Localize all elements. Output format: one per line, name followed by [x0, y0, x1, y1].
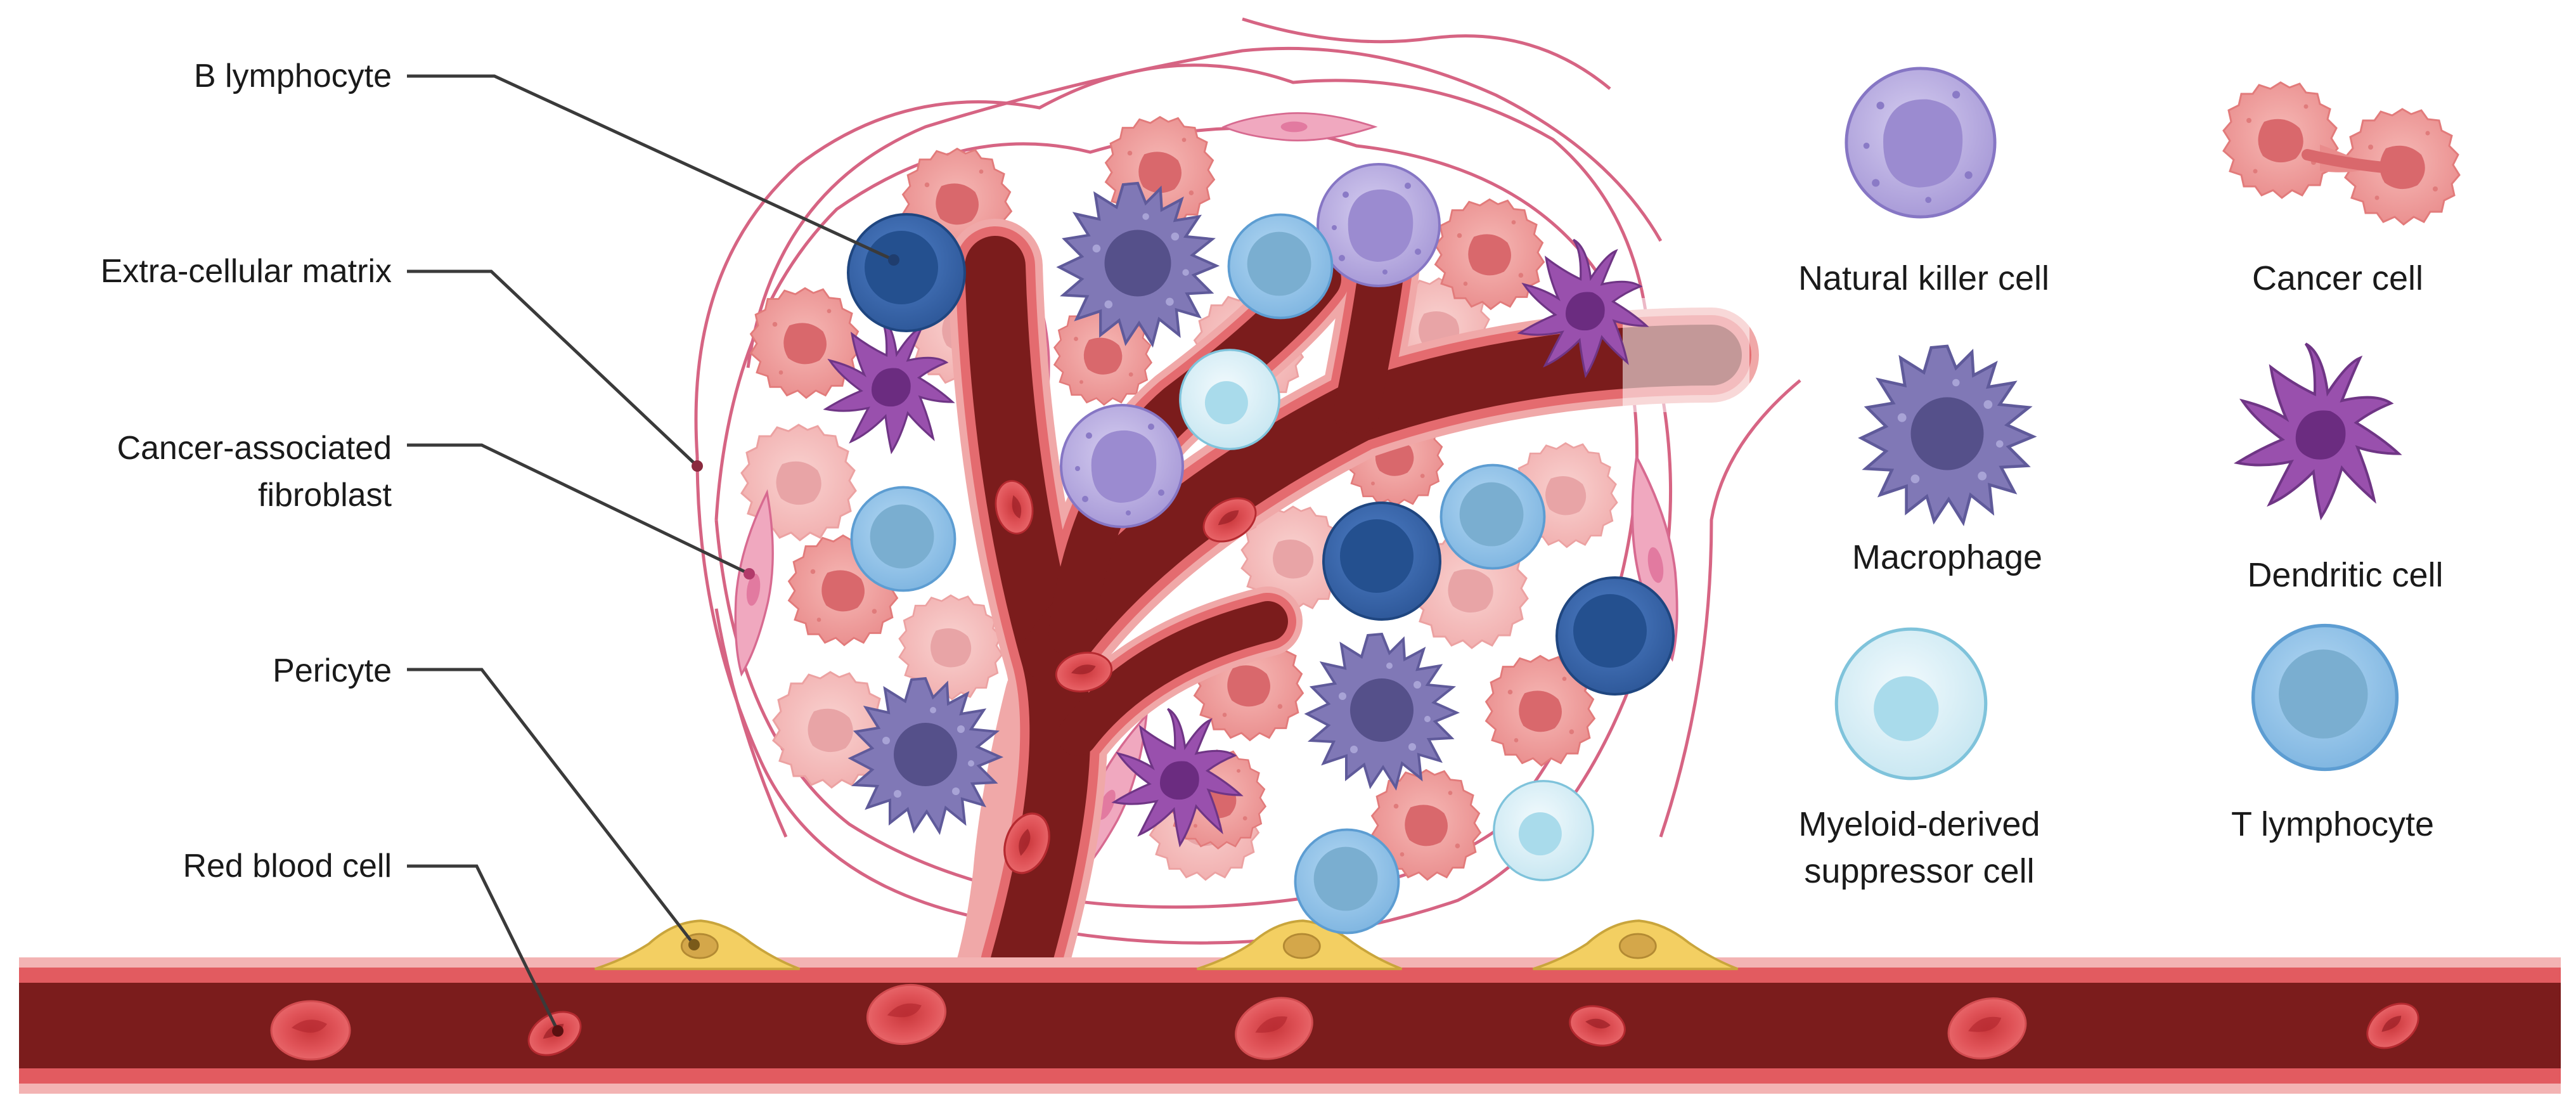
- legend-item-t-lymphocyte: T lymphocyte: [2231, 626, 2434, 843]
- callout-b-lymphocyte: B lymphocyte: [194, 58, 899, 266]
- leader-dot-rbc: [552, 1025, 564, 1037]
- callout-caf-label-line1: Cancer-associated: [117, 430, 392, 467]
- legend-label-t-lymphocyte: T lymphocyte: [2231, 805, 2434, 843]
- callout-rbc-label: Red blood cell: [183, 848, 392, 884]
- legend-label-mdsc-line2: suppressor cell: [1804, 852, 2034, 890]
- myeloid-derived-suppressor-cell-icon: [1836, 629, 1986, 779]
- callout-extracellular-matrix: Extra-cellular matrix: [101, 253, 703, 472]
- macrophage-icon: [1861, 346, 2033, 522]
- legend-label-nk: Natural killer cell: [1798, 259, 2049, 297]
- legend-label-mdsc-line1: Myeloid-derived: [1798, 805, 2040, 843]
- leader-dot-b-lymphocyte: [888, 254, 899, 266]
- natural-killer-cell-icon: [1846, 68, 1995, 217]
- callout-cancer-associated-fibroblast: Cancer-associated fibroblast: [117, 430, 755, 580]
- callout-ecm-label: Extra-cellular matrix: [101, 253, 392, 290]
- t-lymphocyte-icon: [2253, 626, 2397, 770]
- leader-dot-pericyte: [688, 939, 700, 950]
- leader-dot-caf: [744, 568, 755, 580]
- legend-label-cancer: Cancer cell: [2252, 259, 2423, 297]
- callout-caf-label-line2: fibroblast: [258, 477, 392, 514]
- leader-rbc: [407, 864, 560, 1032]
- leader-pericyte: [407, 668, 695, 946]
- legend-item-macrophage: Macrophage: [1852, 346, 2042, 576]
- leader-dot-ecm: [692, 460, 703, 472]
- legend-item-dendritic-cell: Dendritic cell: [2237, 344, 2444, 594]
- leader-b-lymphocyte: [407, 74, 895, 262]
- leader-caf: [407, 443, 750, 576]
- callout-red-blood-cell: Red blood cell: [183, 848, 564, 1037]
- cancer-cell-icon: [2224, 82, 2459, 224]
- callout-pericyte: Pericyte: [273, 652, 700, 950]
- dendritic-cell-icon: [2237, 344, 2399, 517]
- legend-label-macrophage: Macrophage: [1852, 538, 2042, 576]
- legend: Natural killer cell Cancer cell Macropha…: [1798, 68, 2459, 890]
- callout-pericyte-label: Pericyte: [273, 652, 392, 689]
- vessel-fade-ends: [1623, 298, 1749, 412]
- legend-item-cancer-cell: Cancer cell: [2224, 82, 2459, 297]
- callout-b-lymphocyte-label: B lymphocyte: [194, 58, 392, 94]
- leader-ecm: [407, 269, 699, 467]
- legend-item-natural-killer-cell: Natural killer cell: [1798, 68, 2049, 297]
- legend-label-dendritic: Dendritic cell: [2247, 556, 2443, 594]
- legend-item-mdsc: Myeloid-derived suppressor cell: [1798, 629, 2040, 890]
